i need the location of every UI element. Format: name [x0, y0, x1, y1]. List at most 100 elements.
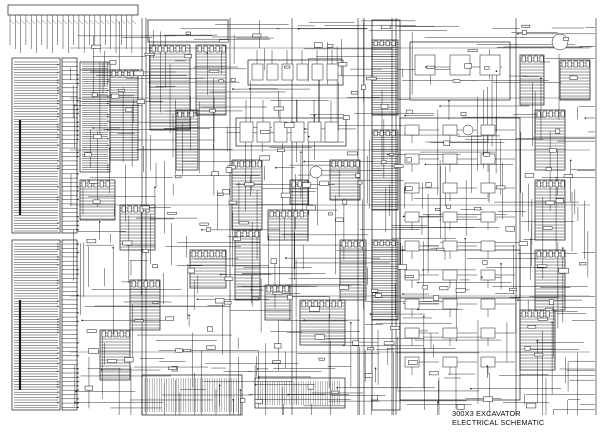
- junction-dot: [107, 138, 109, 140]
- junction-dot: [369, 313, 372, 315]
- terminal-pin: [221, 250, 226, 258]
- junction-dot: [57, 113, 59, 115]
- component-body: [240, 398, 246, 403]
- terminal-pin: [275, 210, 280, 218]
- junction-dot: [77, 229, 79, 231]
- component-body: [136, 99, 146, 104]
- component-body: [225, 167, 232, 173]
- terminal-pin: [560, 110, 565, 118]
- junction-dot: [258, 376, 260, 378]
- junction-dot: [196, 298, 199, 301]
- left-terminal-column-upper: [61, 57, 78, 234]
- terminal-pin: [177, 110, 182, 118]
- terminal-pin: [539, 55, 544, 63]
- junction-dot: [57, 287, 59, 289]
- junction-dot: [57, 167, 59, 170]
- terminal-pin: [359, 240, 364, 248]
- component-body: [92, 199, 101, 204]
- terminal-pin: [554, 250, 559, 258]
- component-body: [152, 301, 159, 304]
- component-body: [518, 241, 528, 246]
- terminal-pin: [542, 180, 547, 188]
- component-body: [335, 217, 344, 222]
- junction-dot: [481, 276, 483, 279]
- junction-dot: [517, 299, 519, 301]
- component-body: [270, 258, 277, 264]
- junction-dot: [584, 117, 587, 119]
- component-body: [439, 286, 449, 291]
- terminal-pin: [548, 110, 553, 118]
- header-diagonal: [121, 19, 126, 25]
- relay: [442, 356, 458, 368]
- component-body: [109, 59, 117, 65]
- terminal-pin: [189, 110, 194, 118]
- terminal-pin: [545, 310, 550, 318]
- junction-dot: [57, 401, 59, 404]
- component-body: [548, 299, 554, 305]
- relay: [404, 124, 420, 136]
- junction-dot: [57, 100, 59, 102]
- relay: [442, 124, 458, 136]
- junction-dot: [77, 121, 79, 123]
- fuse-box-row-lower: [235, 117, 347, 147]
- junction-dot: [57, 199, 59, 201]
- component-body: [233, 236, 241, 241]
- terminal-pin: [548, 250, 553, 258]
- component-body: [482, 260, 488, 265]
- component-body: [509, 288, 517, 291]
- component-body: [393, 164, 404, 168]
- junction-dot: [107, 78, 109, 81]
- component-body: [361, 84, 366, 90]
- component-body: [272, 360, 281, 364]
- component-body: [273, 106, 284, 111]
- component-body: [144, 53, 155, 56]
- component-body: [505, 226, 515, 232]
- terminal-pin: [129, 70, 134, 77]
- junction-dot: [77, 112, 79, 115]
- terminal-pin: [536, 180, 541, 188]
- left-connector-block-lower: [11, 239, 61, 411]
- junction-dot: [77, 155, 79, 158]
- junction-dot: [57, 331, 59, 334]
- component-body: [406, 157, 412, 163]
- component-body: [93, 134, 102, 139]
- component-body: [219, 39, 229, 43]
- component-body: [542, 226, 553, 230]
- junction-dot: [303, 160, 305, 163]
- junction-dot: [250, 289, 253, 291]
- component-body: [371, 394, 379, 401]
- terminal-pin: [291, 180, 296, 188]
- component-body: [183, 348, 192, 352]
- junction-dot: [107, 63, 109, 65]
- junction-dot: [107, 102, 109, 105]
- junction-dot: [57, 79, 59, 81]
- terminal-pin: [527, 310, 532, 318]
- fuse: [251, 63, 264, 81]
- component-body: [404, 275, 414, 278]
- junction-dot: [437, 401, 439, 403]
- component-body: [313, 42, 323, 48]
- junction-dot: [57, 362, 59, 365]
- fuse-box-row-upper: [247, 59, 344, 86]
- junction-dot: [57, 186, 59, 188]
- component-body: [527, 325, 537, 329]
- terminal-pin: [331, 160, 336, 168]
- component-body: [484, 66, 490, 70]
- terminal-pin: [319, 300, 324, 308]
- junction-dot: [77, 389, 79, 391]
- junction-dot: [285, 257, 287, 259]
- junction-dot: [57, 386, 59, 388]
- header-diagonal: [41, 19, 46, 25]
- junction-dot: [57, 63, 59, 66]
- component-body: [208, 69, 220, 73]
- terminal-pin: [131, 280, 136, 288]
- terminal-pin: [299, 210, 304, 218]
- header-diagonal: [31, 19, 36, 25]
- terminal-pin: [245, 160, 250, 168]
- header-diagonal: [89, 19, 94, 25]
- terminal-pin: [197, 45, 202, 53]
- header-diagonal: [73, 19, 78, 25]
- terminal-pin: [251, 160, 256, 168]
- terminal-pin: [539, 310, 544, 318]
